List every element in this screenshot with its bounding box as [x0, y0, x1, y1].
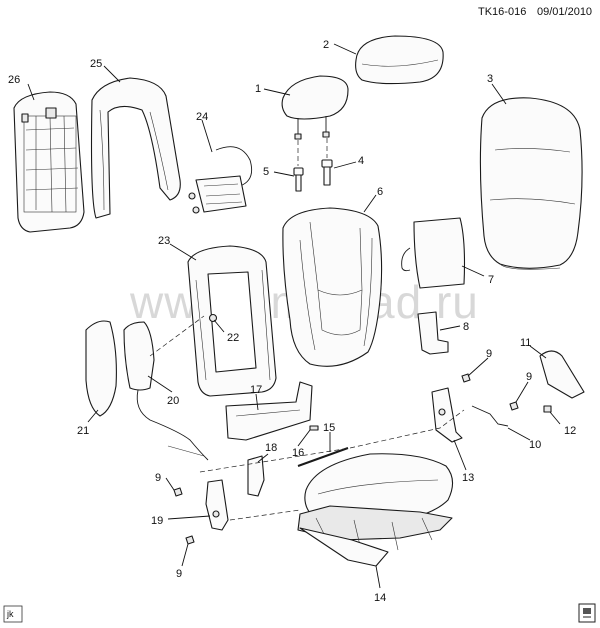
part-seat-cushion — [297, 453, 454, 567]
callout-21: 21 — [77, 425, 89, 437]
part-fasteners — [173, 373, 552, 545]
callout-22: 22 — [227, 332, 239, 344]
callout-9-left: 9 — [155, 472, 161, 484]
callout-7: 7 — [488, 274, 494, 286]
callout-9-right: 9 — [526, 371, 532, 383]
callout-20: 20 — [167, 395, 179, 407]
callout-12: 12 — [564, 425, 576, 437]
part-link-10 — [471, 405, 509, 427]
part-rod-15 — [297, 447, 349, 467]
part-lumbar-panel — [401, 217, 466, 289]
callout-3: 3 — [487, 73, 493, 85]
callout-4: 4 — [358, 155, 364, 167]
part-head-restraint-guide-5 — [293, 167, 304, 192]
part-seatback-cover — [479, 97, 583, 270]
part-head-restraint-cover — [355, 35, 444, 85]
callout-6: 6 — [377, 186, 383, 198]
callout-11: 11 — [520, 337, 531, 349]
callout-1: 1 — [255, 83, 261, 95]
part-side-pad — [123, 321, 209, 461]
callout-17: 17 — [250, 384, 262, 396]
part-seatback-frame — [187, 245, 277, 397]
part-seatback-pad — [282, 207, 383, 367]
part-recliner-13 — [431, 387, 463, 443]
callout-18: 18 — [265, 442, 277, 454]
part-back-trim-frame — [90, 77, 181, 219]
callout-8: 8 — [463, 321, 469, 333]
part-pin-16 — [309, 425, 319, 431]
part-track-cover — [225, 381, 313, 441]
part-hinge-19 — [205, 479, 229, 531]
part-seatback-rear-panel — [13, 91, 85, 233]
callout-25: 25 — [90, 58, 102, 70]
leader-lines — [27, 43, 561, 589]
part-bracket-18 — [247, 455, 265, 497]
part-wire-harness — [188, 146, 253, 214]
callout-14: 14 — [374, 592, 386, 604]
callout-23: 23 — [158, 235, 170, 247]
callout-9-bottom: 9 — [176, 568, 182, 580]
part-bracket-8 — [417, 311, 449, 355]
callout-10: 10 — [529, 439, 541, 451]
document-icon — [578, 603, 596, 623]
part-head-restraint — [281, 75, 349, 140]
part-head-restraint-guide-4 — [321, 159, 333, 186]
callout-16: 16 — [292, 447, 304, 459]
callout-19: 19 — [151, 515, 163, 527]
author-initials-box: jk — [3, 605, 23, 623]
callout-5: 5 — [263, 166, 269, 178]
part-bolt-22 — [208, 313, 218, 323]
part-side-panel — [85, 320, 117, 417]
callout-2: 2 — [323, 39, 329, 51]
callout-24: 24 — [196, 111, 208, 123]
callout-13: 13 — [462, 472, 474, 484]
part-bracket-11 — [539, 350, 585, 399]
callout-9-top: 9 — [486, 348, 492, 360]
author-initials: jk — [6, 609, 14, 619]
callout-15: 15 — [323, 422, 335, 434]
diagram-code: TK16-016 — [478, 6, 526, 18]
diagram-date: 09/01/2010 — [537, 6, 592, 18]
callout-26: 26 — [8, 74, 20, 86]
